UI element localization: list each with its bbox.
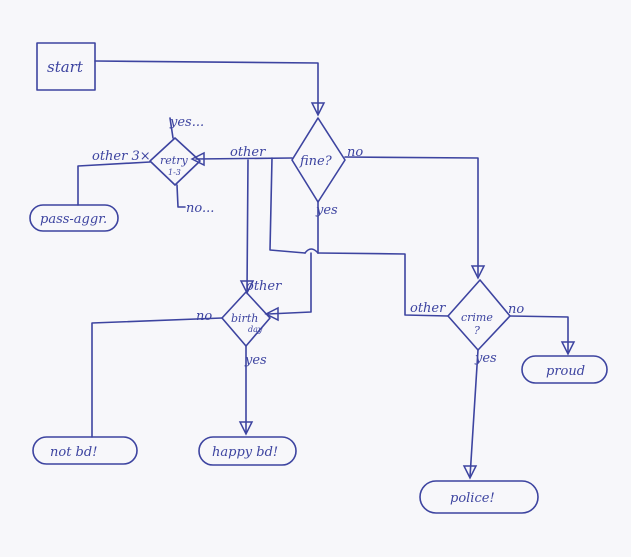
not-bd-terminal: [32, 436, 138, 465]
proud-label: proud: [546, 364, 585, 379]
crime-no-to-proud-line: [509, 315, 569, 353]
retry-other-to-pass-aggr-line: [77, 161, 151, 206]
fine-no-to-crime-line: [344, 156, 479, 276]
crime-q-label: ?: [474, 324, 480, 337]
start-to-fine-arrowhead: [310, 102, 326, 117]
crime-no-label: no: [508, 302, 524, 317]
crime-yes-to-police-arrowhead: [462, 465, 478, 480]
crime-yes-to-police-line: [469, 349, 479, 478]
other-to-crime-line: [269, 157, 449, 317]
birthday-no-label: no: [196, 309, 212, 324]
start-to-fine-line: [94, 60, 319, 114]
fine-other-to-retry-line: [195, 157, 293, 160]
police-label: police!: [450, 491, 495, 506]
happy-bd-label: happy bd!: [212, 445, 278, 460]
other-to-birthday-line: [246, 159, 249, 293]
birthday-yes-arrowhead: [238, 421, 254, 436]
line-crossing-hop: [304, 248, 319, 254]
pass-aggr-terminal: [29, 204, 119, 232]
retry-count-label: 1-3: [168, 168, 181, 177]
crime-other-label: other: [410, 301, 446, 316]
fine-other-label: other: [230, 145, 266, 160]
fine-other-to-retry-arrowhead: [190, 151, 205, 167]
police-terminal: [419, 480, 539, 514]
not-bd-label: not bd!: [50, 445, 97, 460]
other-to-birthday-arrowhead: [239, 280, 255, 295]
retry-other-label: other 3×: [92, 149, 151, 164]
fine-label: fine?: [299, 154, 333, 169]
birthday-yes-label: yes: [244, 353, 267, 368]
retry-no-line: [176, 184, 186, 208]
start-node: [36, 42, 96, 91]
crime-no-to-proud-arrowhead: [560, 341, 576, 356]
fine-no-to-crime-arrowhead: [470, 265, 486, 280]
happy-bd-terminal: [198, 436, 297, 466]
pass-aggr-label: pass-aggr.: [40, 212, 107, 227]
retry-decision: [149, 137, 201, 186]
start-label: start: [47, 58, 84, 76]
birthday-other-label: other: [246, 279, 282, 294]
crime-yes-label: yes: [474, 351, 497, 366]
crime-label: crime: [461, 311, 493, 324]
proud-terminal: [521, 355, 608, 384]
fine-yes-to-birthday-arrowhead: [264, 306, 279, 322]
retry-label: retry: [160, 154, 188, 167]
fine-no-label: no: [347, 145, 363, 160]
birthday-label: birth: [231, 312, 258, 325]
retry-no-label: no...: [186, 201, 214, 216]
birthday-no-to-not-bd-line: [91, 317, 223, 438]
fine-yes-to-birthday-line: [267, 252, 312, 315]
retry-yes-line: [169, 117, 174, 139]
retry-yes-label: yes...: [169, 115, 204, 130]
birthday-sub-label: day: [248, 325, 263, 334]
fine-yes-label: yes: [315, 203, 338, 218]
